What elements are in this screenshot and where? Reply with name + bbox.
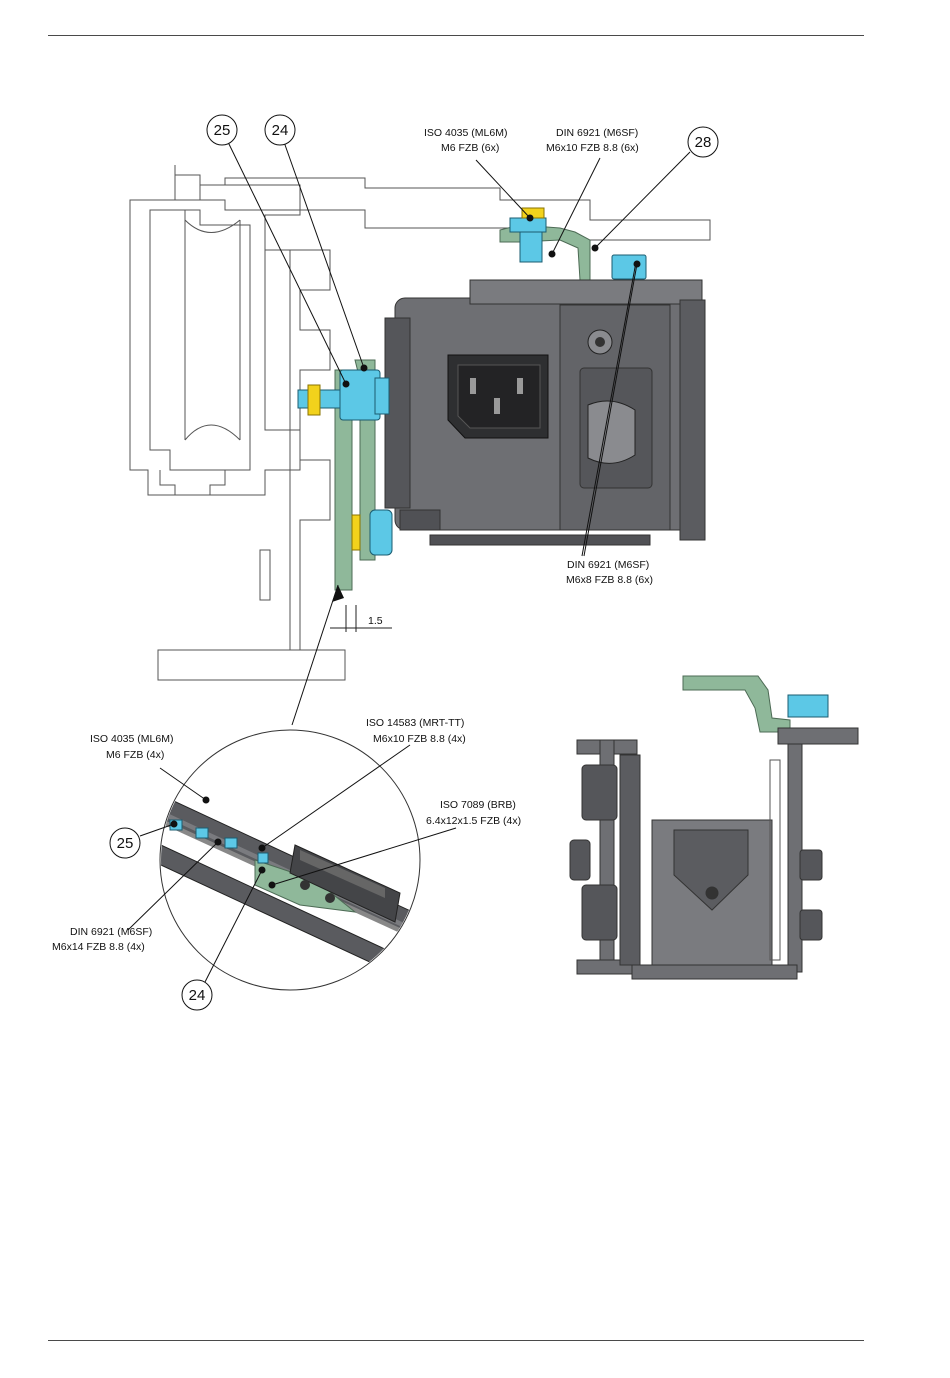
label-top-nut-1: ISO 4035 (ML6M) — [424, 127, 507, 139]
callout-25-detail: 25 — [110, 828, 140, 858]
label-detail-washer-2: 6.4x12x1.5 FZB (4x) — [426, 815, 521, 827]
label-top-screw-1: DIN 6921 (M6SF) — [556, 127, 638, 139]
dimension-marker — [330, 605, 392, 632]
label-detail-bolt-2: M6x14 FZB 8.8 (4x) — [52, 941, 145, 953]
callout-25-top: 25 — [207, 115, 237, 145]
label-right-screw-1: DIN 6921 (M6SF) — [567, 559, 649, 571]
svg-text:24: 24 — [272, 122, 289, 139]
callout-28: 28 — [688, 127, 718, 157]
iec-power-inlet — [448, 355, 548, 438]
svg-text:28: 28 — [695, 134, 712, 151]
label-detail-nut-2: M6 FZB (4x) — [106, 749, 164, 761]
label-top-screw-2: M6x10 FZB 8.8 (6x) — [546, 142, 639, 154]
label-detail-screw-2: M6x10 FZB 8.8 (4x) — [373, 733, 466, 745]
svg-text:25: 25 — [214, 122, 231, 139]
side-view — [570, 676, 858, 979]
detail-rail — [150, 790, 430, 990]
label-right-screw-2: M6x8 FZB 8.8 (6x) — [566, 574, 653, 586]
label-detail-washer-1: ISO 7089 (BRB) — [440, 799, 516, 811]
callout-24-top: 24 — [265, 115, 295, 145]
label-detail-bolt-1: DIN 6921 (M6SF) — [70, 926, 152, 938]
label-detail-nut-1: ISO 4035 (ML6M) — [90, 733, 173, 745]
callout-24-detail: 24 — [182, 980, 212, 1010]
dimension-label: 1.5 — [368, 615, 383, 627]
label-top-nut-2: M6 FZB (6x) — [441, 142, 499, 154]
svg-text:24: 24 — [189, 987, 206, 1004]
label-detail-screw-1: ISO 14583 (MRT-TT) — [366, 717, 464, 729]
svg-text:25: 25 — [117, 835, 134, 852]
